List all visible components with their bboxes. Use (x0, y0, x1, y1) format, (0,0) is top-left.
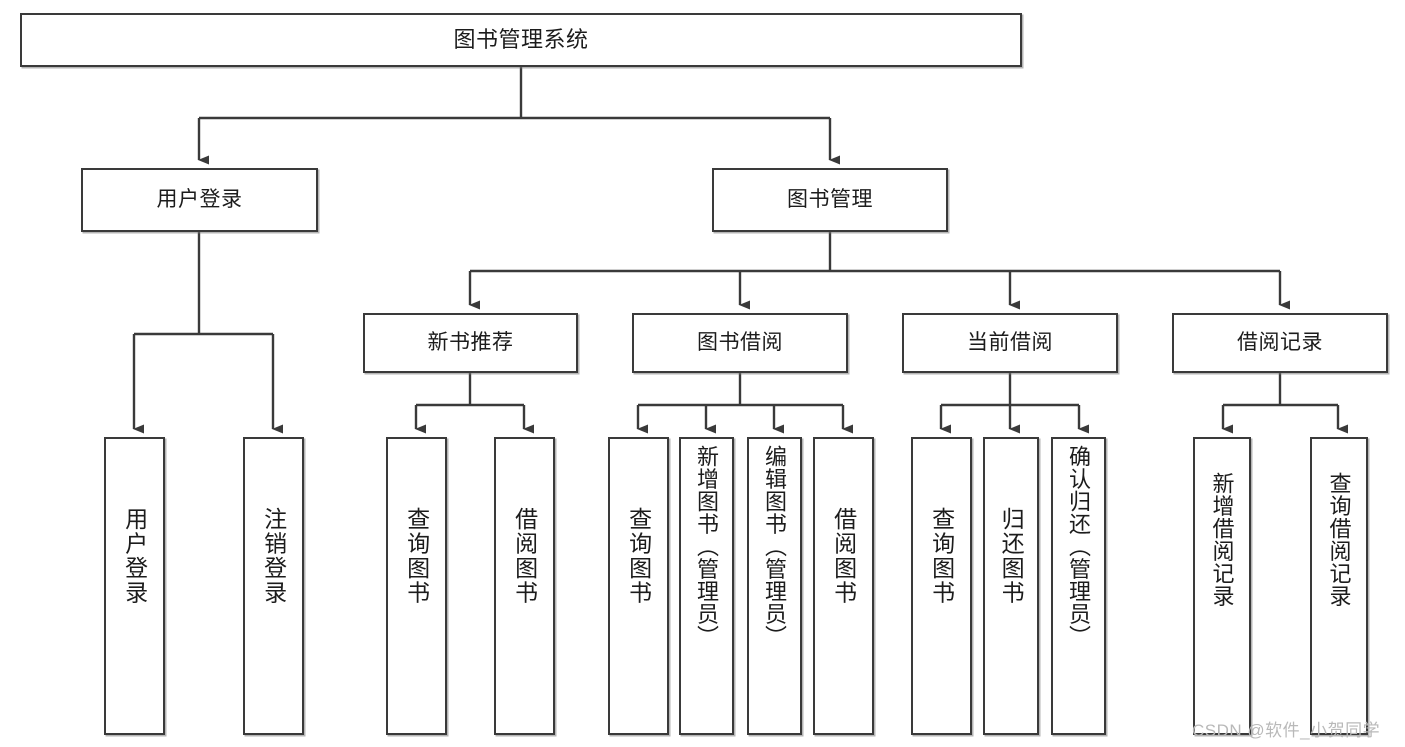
node-book-borrow[interactable]: 图书借阅 (632, 313, 848, 373)
node-label: 新增图书（管理员） (694, 445, 720, 648)
node-label: 用户登录 (156, 187, 243, 211)
leaf-confirm-return-admin[interactable]: 确认归还（管理员） (1051, 437, 1106, 735)
leaf-user-logout[interactable]: 注销登录 (243, 437, 304, 735)
node-label: 确认归还（管理员） (1066, 445, 1092, 648)
node-label: 图书管理系统 (453, 27, 589, 53)
leaf-query-borrow-record[interactable]: 查询借阅记录 (1310, 437, 1368, 735)
leaf-borrow-book-recommend[interactable]: 借阅图书 (494, 437, 555, 735)
leaf-add-book-admin[interactable]: 新增图书（管理员） (679, 437, 734, 735)
leaf-query-book-borrow[interactable]: 查询图书 (608, 437, 669, 735)
leaf-borrow-book[interactable]: 借阅图书 (813, 437, 874, 735)
leaf-add-borrow-record[interactable]: 新增借阅记录 (1193, 437, 1251, 735)
node-root-system[interactable]: 图书管理系统 (20, 13, 1022, 67)
leaf-query-book-current[interactable]: 查询图书 (911, 437, 972, 735)
node-label: 借阅图书 (511, 507, 538, 605)
csdn-watermark: CSDN @软件_小贺同学 (1192, 721, 1381, 740)
node-label: 归还图书 (998, 507, 1025, 605)
node-label: 查询图书 (625, 507, 652, 605)
node-user-login[interactable]: 用户登录 (81, 168, 318, 232)
node-label: 新增借阅记录 (1209, 472, 1235, 607)
node-book-management[interactable]: 图书管理 (712, 168, 948, 232)
leaf-edit-book-admin[interactable]: 编辑图书（管理员） (747, 437, 802, 735)
node-label: 当前借阅 (967, 330, 1053, 354)
node-label: 注销登录 (260, 507, 287, 605)
node-label: 查询借阅记录 (1326, 472, 1352, 607)
node-label: 借阅图书 (830, 507, 857, 605)
node-borrow-record[interactable]: 借阅记录 (1172, 313, 1388, 373)
node-label: 用户登录 (121, 507, 148, 605)
node-label: 图书管理 (787, 187, 873, 211)
node-current-borrow[interactable]: 当前借阅 (902, 313, 1118, 373)
node-label: 新书推荐 (427, 330, 514, 354)
node-label: 借阅记录 (1237, 330, 1323, 354)
node-label: 编辑图书（管理员） (762, 445, 788, 648)
node-label: 查询图书 (928, 507, 955, 605)
node-label: 查询图书 (403, 507, 430, 605)
node-label: 图书借阅 (697, 330, 783, 354)
leaf-return-book[interactable]: 归还图书 (983, 437, 1039, 735)
leaf-user-login[interactable]: 用户登录 (104, 437, 165, 735)
leaf-query-book-recommend[interactable]: 查询图书 (386, 437, 447, 735)
node-new-book-recommend[interactable]: 新书推荐 (363, 313, 578, 373)
